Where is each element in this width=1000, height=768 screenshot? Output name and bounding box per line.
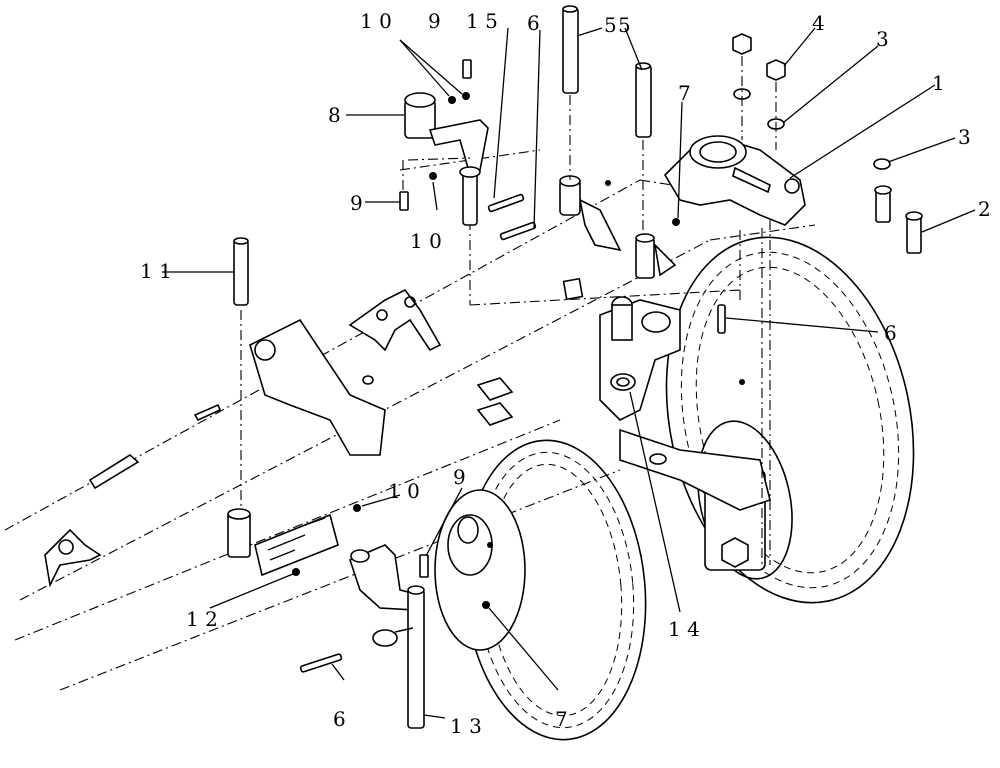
right-wheel [665, 236, 915, 604]
callout-2: 2 [978, 197, 991, 221]
callout-5-right: 5 [618, 13, 631, 37]
callout-12: 1 2 [186, 607, 218, 631]
lower-steering-arm [349, 544, 425, 729]
callout-8: 8 [328, 103, 341, 127]
axle-frame [4, 149, 816, 691]
callout-1: 1 [932, 71, 945, 95]
callout-10-middle: 1 0 [410, 229, 442, 253]
callout-13: 1 3 [450, 714, 482, 738]
callout-labels: 1 2 3 3 4 5 5 6 6 6 7 7 8 9 9 9 1 0 1 0 … [140, 9, 991, 738]
leader-lines [162, 27, 976, 719]
data-plate [254, 513, 339, 577]
callout-4: 4 [812, 11, 825, 35]
hardware [227, 5, 923, 673]
pivot-arm [663, 135, 806, 226]
callout-3-upper: 3 [876, 27, 889, 51]
callout-9-top: 9 [428, 9, 441, 33]
callout-6-bottom: 6 [333, 707, 346, 731]
frame-brackets [44, 175, 771, 588]
callout-7-top: 7 [678, 81, 691, 105]
callout-10-top: 1 0 [360, 9, 392, 33]
left-wheel [434, 439, 647, 741]
upper-steering-arm [404, 92, 489, 226]
callout-14: 1 4 [668, 617, 700, 641]
callout-5-left: 5 [604, 13, 617, 37]
callout-6-right: 6 [884, 321, 897, 345]
callout-9-bottom: 9 [453, 465, 466, 489]
callout-11: 1 1 [140, 259, 172, 283]
callout-15: 1 5 [466, 9, 498, 33]
callout-3-lower: 3 [958, 125, 971, 149]
callout-9-left: 9 [350, 191, 363, 215]
callout-6-top: 6 [527, 11, 540, 35]
callout-10-bottom: 1 0 [388, 479, 420, 503]
callout-7-bottom: 7 [555, 707, 568, 731]
